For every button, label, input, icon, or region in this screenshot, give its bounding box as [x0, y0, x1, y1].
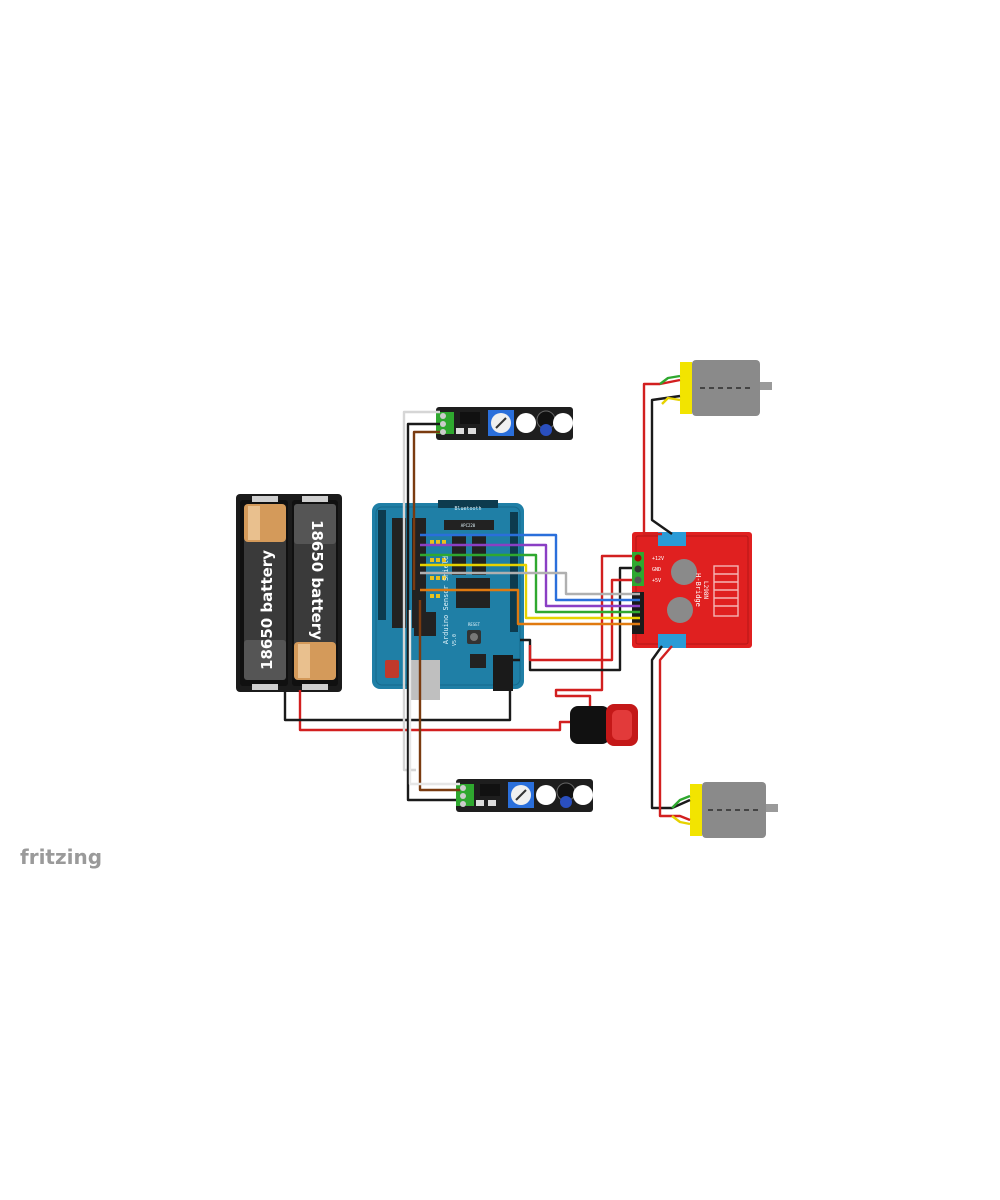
dc-motor-bottom	[690, 782, 778, 838]
hbridge-chip-label: L298N	[702, 581, 709, 599]
wire-signal-grey	[420, 571, 640, 596]
line-sensor-top	[436, 407, 573, 440]
wire-hbridge-gnd	[520, 566, 632, 672]
shield-version: V5.0	[452, 634, 458, 646]
l298n-h-bridge: +12V GND +5V L298N H-Bridge	[632, 532, 752, 648]
wire-sensor-bottom-brown	[418, 600, 460, 792]
wire-motor-top-black	[650, 394, 681, 535]
wire-motor-bottom-green	[671, 794, 691, 809]
hbridge-pin-5v: +5V	[652, 578, 661, 584]
wire-motor-bottom-red	[650, 645, 691, 810]
dc-motor-top	[680, 360, 772, 416]
shield-reset-label: RESET	[468, 622, 481, 627]
wire-motor-top-green	[659, 374, 681, 385]
wire-motor-bottom-yellow	[671, 815, 691, 826]
arduino-sensor-shield: Arduino Sensor Shield V5.0 Bluetooth APC…	[372, 500, 524, 700]
wires	[283, 374, 691, 826]
shield-name: Arduino Sensor Shield	[442, 556, 450, 645]
wire-signal-green	[420, 553, 640, 614]
wire-motor-top-red	[642, 378, 681, 536]
wire-signal-yellow	[420, 563, 640, 620]
wire-sensor-bottom-white	[408, 610, 460, 786]
battery-cell-left: 18650 battery	[244, 504, 286, 680]
battery-cell-right: 18650 battery	[294, 504, 336, 680]
wire-motor-bottom-black	[658, 645, 691, 822]
hbridge-pin-12v: +12V	[652, 556, 664, 562]
line-sensor-bottom	[456, 779, 593, 812]
wire-sensor-top-brown	[412, 430, 440, 590]
wire-switch-red	[554, 554, 632, 706]
battery-holder: 18650 battery 18650 battery	[236, 494, 342, 692]
battery-label-left: 18650 battery	[258, 550, 276, 670]
fritzing-watermark: fritzing	[20, 845, 102, 869]
wire-signal-orange	[420, 588, 640, 626]
wire-battery-black	[283, 658, 520, 722]
wire-motor-top-yellow	[661, 396, 681, 405]
wire-signal-purple	[420, 543, 640, 608]
hbridge-pin-gnd: GND	[652, 567, 661, 573]
shield-apc-label: APC220	[461, 523, 476, 528]
wire-sensor-top-black	[406, 422, 456, 802]
power-push-switch[interactable]	[570, 704, 638, 746]
shield-bluetooth-label: Bluetooth	[454, 506, 481, 512]
wire-hbridge-5v	[528, 578, 632, 662]
hbridge-name-label: H-Bridge	[694, 573, 702, 607]
wire-battery-red	[298, 690, 570, 732]
wire-signal-blue	[420, 533, 640, 602]
battery-label-right: 18650 battery	[308, 520, 326, 640]
